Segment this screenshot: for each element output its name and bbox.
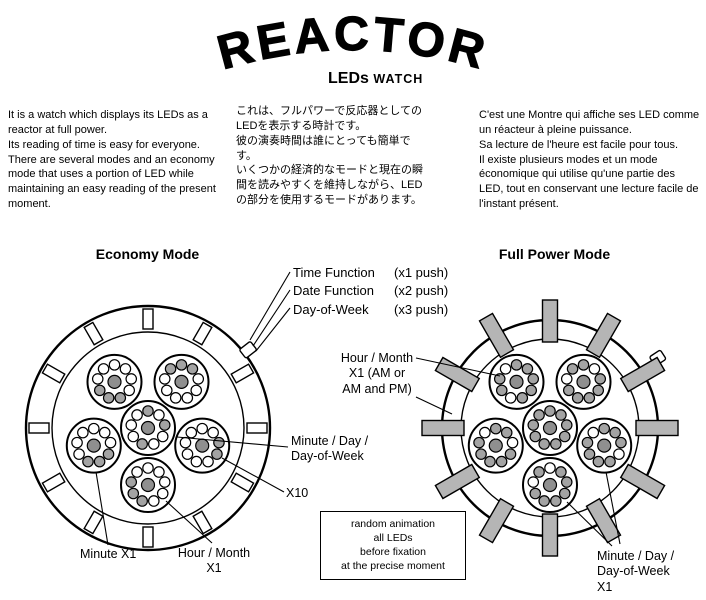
- time-function-push: (x1 push): [394, 264, 449, 280]
- minute-day-full-line1: Minute / Day /: [597, 549, 675, 563]
- full-power-mode-title: Full Power Mode: [498, 246, 611, 262]
- logo-title: REACTOR: [211, 7, 490, 80]
- svg-text:REACTOR: REACTOR: [212, 8, 494, 80]
- hour-month-economy-label: Hour / Month X1: [166, 546, 262, 577]
- note-line4: at the precise moment: [341, 559, 445, 572]
- intro-english: It is a watch which displays its LEDs as…: [8, 109, 216, 211]
- date-function-push: (x2 push): [394, 283, 449, 299]
- intro-french: C'est une Montre qui affiche ses LED com…: [479, 109, 700, 211]
- hour-month-economy-line2: X1: [206, 561, 222, 576]
- logo-subtitle-leds: LEDs: [328, 70, 369, 87]
- date-function-row: Date Function (x2 push): [293, 282, 448, 301]
- intro-japanese: これは、フルパワーで反応器としてのLEDを表示する時計です。 彼の演奏時間は誰に…: [236, 105, 423, 207]
- logo-subtitle-watch: WATCH: [368, 72, 424, 86]
- minute-x1-label: Minute X1: [80, 547, 137, 561]
- minute-day-full-line2: Day-of-Week: [597, 564, 670, 579]
- note-line1: random animation: [350, 518, 436, 530]
- logo-subtitle: LEDs WATCH: [328, 70, 423, 88]
- day-of-week-row: Day-of-Week (x3 push): [293, 300, 448, 319]
- economy-mode-title: Economy Mode: [95, 246, 200, 262]
- time-function-row: Time Function (x1 push): [293, 263, 448, 282]
- hour-month-full-line1: Hour / Month: [340, 351, 414, 365]
- date-function-label: Date Function: [293, 283, 374, 299]
- time-function-label: Time Function: [293, 264, 375, 280]
- reactor-logo: REACTOR: [211, 7, 494, 80]
- hour-month-economy-line1: Hour / Month: [177, 546, 251, 560]
- x10-label: X10: [286, 486, 309, 500]
- note-line3: before fixation: [360, 545, 426, 558]
- minute-day-economy-line1: Minute / Day /: [291, 434, 369, 448]
- hour-month-full-line2: X1 (AM or: [348, 366, 406, 381]
- hour-month-full-line3: AM and PM): [342, 381, 412, 396]
- note-line2: all LEDs: [373, 531, 413, 544]
- minute-day-economy-line2: Day-of-Week: [291, 449, 364, 464]
- random-animation-note: random animation all LEDs before fixatio…: [320, 511, 466, 581]
- hour-month-full-label: Hour / Month X1 (AM or AM and PM): [336, 351, 418, 397]
- day-of-week-push: (x3 push): [394, 301, 449, 317]
- day-of-week-label: Day-of-Week: [293, 301, 369, 317]
- full-power-watch-diagram: [421, 299, 679, 557]
- economy-watch-diagram: [24, 304, 272, 552]
- minute-day-dow-economy-label: Minute / Day / Day-of-Week: [291, 434, 368, 465]
- push-functions: Time Function (x1 push) Date Function (x…: [293, 263, 448, 319]
- minute-day-full-line3: X1: [597, 579, 613, 594]
- minute-day-dow-full-label: Minute / Day / Day-of-Week X1: [597, 549, 674, 595]
